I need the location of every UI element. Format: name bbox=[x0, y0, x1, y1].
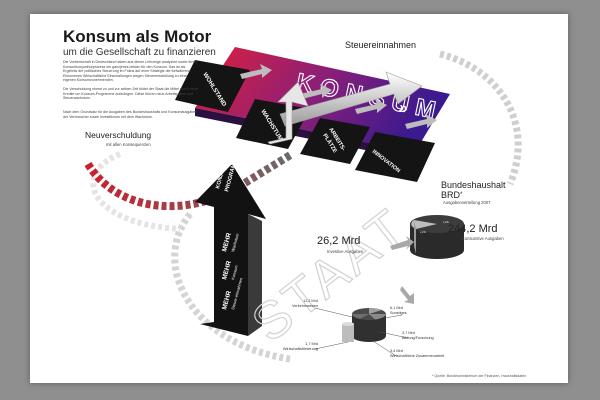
konsumtive-label: Konsumtive Ausgaben bbox=[462, 236, 504, 241]
konjunktur-arrow bbox=[195, 164, 266, 336]
intro-paragraph-2: Die Verschuldung nimmt zu und zur selben… bbox=[63, 87, 198, 101]
loop-dashes bbox=[90, 50, 522, 363]
investive-label: Investive Ausgaben bbox=[327, 249, 364, 254]
leader-lines bbox=[314, 307, 409, 357]
svg-text:x,x%: x,x% bbox=[420, 230, 426, 234]
source-note: * Quelle: Bundesministerium der Finanzen… bbox=[432, 374, 527, 378]
steuereinnahmen-label: Steuereinnahmen bbox=[345, 40, 417, 50]
konsum-chevrons: » bbox=[397, 99, 409, 117]
investive-value: 26,2 Mrd bbox=[317, 235, 361, 247]
neuverschuldung-title: Neuverschuldung bbox=[85, 130, 152, 140]
bundeshaushalt-title: Bundeshaushalt BRD* bbox=[441, 180, 551, 200]
konsumtive-value: 244,2 Mrd bbox=[448, 223, 498, 235]
svg-text:MEHR: MEHR bbox=[221, 290, 233, 311]
page-subtitle: um die Gesellschaft zu finanzieren bbox=[63, 47, 216, 58]
intro-paragraph-3: Nach dem Grundsatz für die Ausgaben des … bbox=[63, 110, 198, 119]
svg-text:Konsum: Konsum bbox=[230, 264, 239, 280]
intro-paragraph-1: Die Vorherrschaft in Deutschland haben a… bbox=[63, 60, 197, 83]
block-innovation bbox=[355, 132, 435, 182]
block-arbeitsplaetze bbox=[300, 118, 370, 164]
bundeshaushalt-title-line-2: BRD bbox=[441, 190, 461, 200]
svg-text:MEHR: MEHR bbox=[221, 232, 233, 253]
platform-arrows bbox=[240, 64, 437, 129]
page-title: Konsum als Motor bbox=[63, 27, 212, 46]
staat-text: STAAT bbox=[242, 197, 419, 353]
neuverschuldung-ribbon bbox=[84, 150, 295, 211]
block-wohlstand bbox=[175, 60, 250, 112]
breakdown-pie bbox=[342, 307, 386, 342]
bundeshaushalt-pie: x,x% x,x% bbox=[410, 215, 464, 259]
connector-arrows bbox=[390, 236, 414, 304]
svg-text:MEHR: MEHR bbox=[221, 260, 233, 281]
poster: KONSUM » WOHLSTAND WACHSTUM ARBEITS- PLÄ… bbox=[30, 14, 568, 383]
footnote-mark: * bbox=[460, 192, 463, 198]
svg-text:Wachstum: Wachstum bbox=[230, 232, 240, 252]
infographic-graphics: KONSUM » WOHLSTAND WACHSTUM ARBEITS- PLÄ… bbox=[84, 47, 522, 363]
steuer-arrow bbox=[279, 71, 423, 127]
svg-text:x,x%: x,x% bbox=[443, 220, 449, 224]
neuverschuldung-subtitle: mit allen Konsequenzen bbox=[106, 142, 151, 147]
bundeshaushalt-title-line-1: Bundeshaushalt bbox=[441, 180, 506, 190]
bundeshaushalt-subtitle: Ausgabenverteilung 2007 bbox=[443, 200, 491, 205]
